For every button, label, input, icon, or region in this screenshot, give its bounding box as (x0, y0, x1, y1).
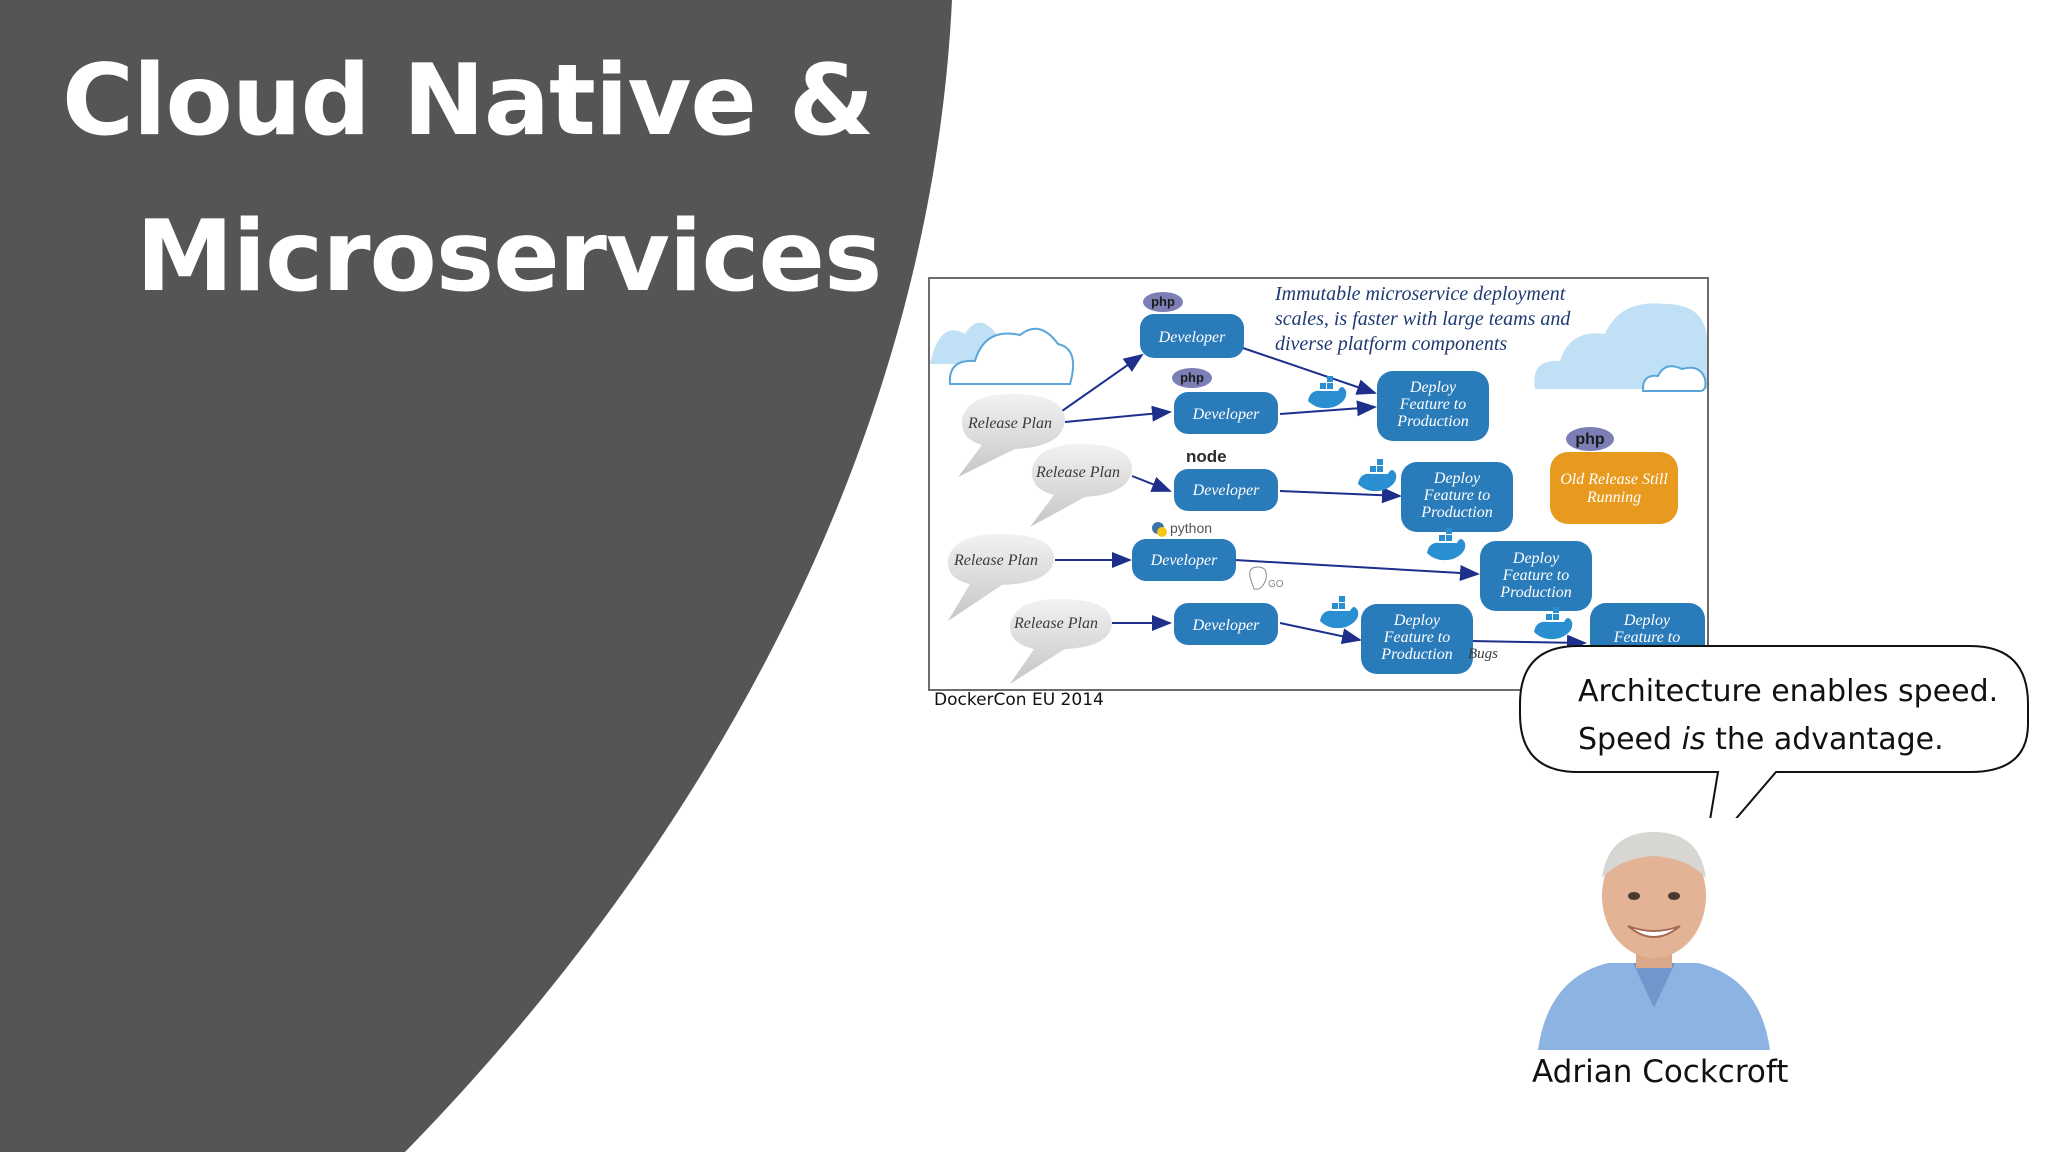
release-plan-label: Release Plan (967, 415, 1052, 432)
release-plan-bubble: Release Plan (1009, 599, 1112, 684)
docker-whale-icon (1320, 596, 1359, 629)
speaker-name: Adrian Cockcroft (1532, 1054, 1789, 1090)
deploy-label: Deploy (1393, 612, 1441, 629)
speech-emphasis: is (1681, 722, 1706, 757)
release-plan-bubble: Release Plan (947, 534, 1054, 621)
svg-text:php: php (1575, 431, 1605, 448)
release-plan-label: Release Plan (1035, 464, 1120, 481)
release-plan-label: Release Plan (1013, 615, 1098, 632)
release-plan-bubble: Release Plan (958, 394, 1065, 477)
developer-label: Developer (1192, 406, 1260, 423)
deploy-label: Feature to (1423, 487, 1491, 504)
speech-text-line-1: Architecture enables speed. (1578, 674, 1999, 709)
developer-label: Developer (1158, 329, 1226, 346)
svg-text:GO: GO (1268, 579, 1284, 590)
go-gopher-icon: GO (1249, 566, 1284, 590)
deploy-box: Deploy Feature to Production (1401, 462, 1513, 532)
svg-text:python: python (1170, 520, 1212, 536)
deploy-box: Deploy Feature to Production (1361, 604, 1473, 674)
deploy-label: Feature to (1399, 396, 1467, 413)
release-plan-bubble: Release Plan (1030, 444, 1132, 527)
developer-box: Developer (1174, 603, 1278, 645)
docker-whale-icon (1308, 376, 1347, 409)
old-release-label: Running (1586, 489, 1641, 506)
bugs-label: Bugs (1468, 646, 1498, 662)
slide-title-line-2: Microservices (136, 200, 882, 314)
slide-title-line-1: Cloud Native & (62, 44, 874, 158)
deploy-label: Deploy (1623, 612, 1671, 629)
deployment-diagram: Immutable microservice deployment scales… (928, 277, 1709, 691)
docker-whale-icon (1427, 528, 1466, 561)
nodejs-logo-icon: node (1186, 447, 1227, 466)
deploy-label: Deploy (1433, 470, 1481, 487)
deploy-label: Production (1380, 646, 1452, 663)
python-logo-icon: python (1152, 520, 1212, 537)
developer-box: Developer (1174, 469, 1278, 511)
deploy-label: Deploy (1512, 550, 1560, 567)
diagram-caption-line-1: Immutable microservice deployment (1274, 283, 1566, 305)
deploy-label: Feature to (1613, 629, 1681, 646)
php-logo-icon: php (1172, 368, 1212, 388)
php-logo-icon: php (1566, 427, 1614, 451)
svg-text:php: php (1151, 294, 1175, 309)
deploy-label: Feature to (1502, 567, 1570, 584)
deploy-label: Production (1420, 504, 1492, 521)
docker-whale-icon (1534, 607, 1573, 640)
speaker-portrait (1538, 818, 1770, 1050)
developer-label: Developer (1150, 552, 1218, 569)
developer-box: Developer (1140, 314, 1244, 358)
php-logo-icon: php (1143, 292, 1183, 312)
deploy-box: Deploy Feature to Production (1480, 541, 1592, 611)
old-release-box: Old Release Still Running (1550, 452, 1678, 524)
speech-text-part: the advantage. (1705, 722, 1944, 757)
speech-text-part: Speed (1578, 722, 1682, 757)
flow-arrows (1055, 346, 1587, 651)
docker-whale-icon (1358, 459, 1397, 492)
diagram-caption-line-3: diverse platform components (1275, 333, 1507, 355)
svg-text:php: php (1180, 370, 1204, 385)
old-release-label: Old Release Still (1560, 471, 1668, 488)
deploy-label: Feature to (1383, 629, 1451, 646)
developer-label: Developer (1192, 617, 1260, 634)
deploy-label: Deploy (1409, 379, 1457, 396)
deploy-label: Production (1499, 584, 1571, 601)
release-plan-label: Release Plan (953, 552, 1038, 569)
speech-text-line-2: Speed is the advantage. (1578, 722, 1944, 757)
cloud-icon (930, 322, 1074, 385)
diagram-caption-line-2: scales, is faster with large teams and (1275, 308, 1571, 330)
cloud-icon (1534, 303, 1707, 392)
deploy-label: Production (1396, 413, 1468, 430)
developer-label: Developer (1192, 482, 1260, 499)
diagram-source-caption: DockerCon EU 2014 (934, 690, 1104, 710)
developer-box: Developer (1132, 539, 1236, 581)
deploy-box: Deploy Feature to Production (1377, 371, 1489, 441)
developer-box: Developer (1174, 392, 1278, 434)
